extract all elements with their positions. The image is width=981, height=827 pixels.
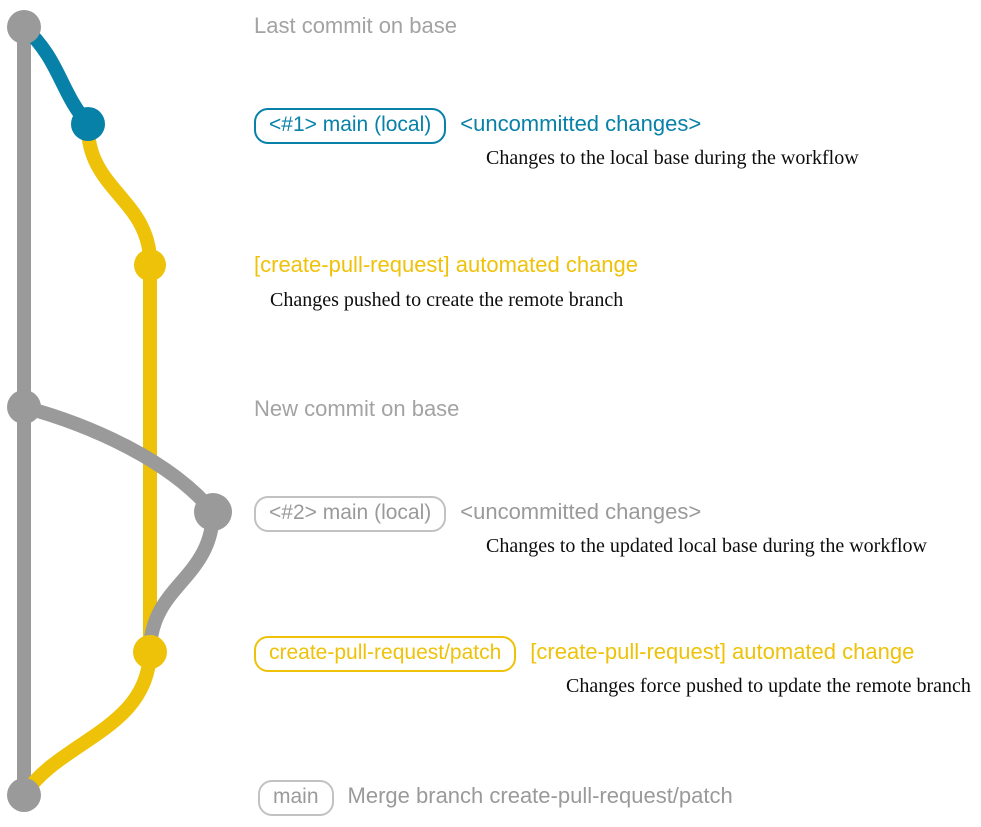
commit-node[interactable] [71, 107, 105, 141]
base-commit-note: New commit on base [254, 396, 460, 421]
commit-subject: <uncommitted changes> [460, 111, 702, 136]
commit-node[interactable] [194, 493, 232, 531]
graph-edge [80, 117, 158, 272]
commit-subject: [create-pull-request] automated change [254, 252, 639, 277]
commit-entry: <#1> main (local) <uncommitted changes> [254, 108, 701, 144]
commit-entry: create-pull-request/patch [create-pull-re… [254, 636, 914, 672]
commit-description: Changes to the updated local base during… [486, 535, 927, 557]
commit-subject: Merge branch create-pull-request/patch [347, 783, 733, 808]
branch-ref-badge[interactable]: <#2> main (local) [254, 496, 447, 532]
graph-edge [17, 400, 220, 519]
base-commit-note: Last commit on base [254, 13, 457, 38]
commit-description: Changes force pushed to update the remot… [566, 675, 971, 697]
commit-node[interactable] [134, 249, 166, 281]
commit-subject: [create-pull-request] automated change [530, 639, 915, 664]
branch-ref-badge[interactable]: <#1> main (local) [254, 108, 447, 144]
graph-edge [143, 505, 220, 659]
branch-ref-badge[interactable]: create-pull-request/patch [254, 636, 517, 672]
commit-node[interactable] [7, 10, 41, 44]
commit-entry: [create-pull-request] automated change [254, 253, 638, 277]
commit-description: Changes pushed to create the remote bran… [270, 289, 624, 311]
commit-entry: main Merge branch create-pull-request/pat… [258, 780, 733, 816]
branch-ref-badge[interactable]: main [258, 780, 334, 816]
commit-node[interactable] [7, 778, 41, 812]
graph-nodes [7, 10, 232, 812]
graph-edge [17, 645, 157, 802]
commit-entry: <#2> main (local) <uncommitted changes> [254, 496, 701, 532]
commit-node[interactable] [133, 635, 167, 669]
commit-node[interactable] [7, 390, 41, 424]
commit-description: Changes to the local base during the wor… [486, 147, 859, 169]
commit-subject: <uncommitted changes> [460, 499, 702, 524]
